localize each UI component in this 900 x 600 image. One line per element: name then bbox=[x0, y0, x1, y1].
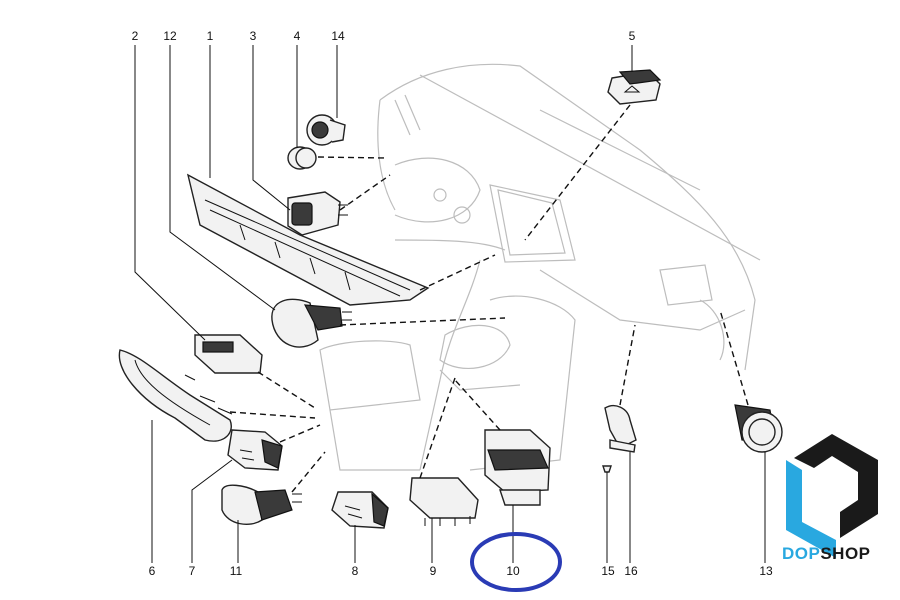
part-8-switch bbox=[331, 491, 389, 529]
callout-labels: 2 12 1 3 4 14 5 6 7 11 8 9 10 15 16 13 bbox=[132, 29, 773, 578]
callout-13: 13 bbox=[759, 564, 773, 578]
callout-8: 8 bbox=[352, 564, 359, 578]
part-15-screw bbox=[602, 465, 612, 490]
callout-3: 3 bbox=[250, 29, 257, 43]
fitting-arrows bbox=[229, 104, 749, 493]
callout-6: 6 bbox=[149, 564, 156, 578]
part-10-switch-module bbox=[484, 429, 551, 506]
part-13-push-button bbox=[734, 404, 783, 453]
dopshop-logo-icon bbox=[786, 434, 878, 558]
callout-14: 14 bbox=[331, 29, 345, 43]
part-5-hazard-switch bbox=[607, 69, 662, 105]
logo-text-dop: DOP bbox=[782, 544, 821, 563]
callout-7: 7 bbox=[189, 564, 196, 578]
callout-10: 10 bbox=[506, 564, 520, 578]
dashboard-outline bbox=[319, 63, 761, 471]
logo-wordmark: DOPSHOP bbox=[782, 544, 892, 564]
part-11-switch bbox=[221, 484, 302, 526]
part-2-switch-panel bbox=[194, 334, 263, 374]
part-7-seat-heater-switch bbox=[227, 429, 283, 471]
callout-1: 1 bbox=[207, 29, 214, 43]
callout-2: 2 bbox=[132, 29, 139, 43]
part-14-socket bbox=[306, 114, 346, 146]
callout-4: 4 bbox=[294, 29, 301, 43]
part-3-switch-block bbox=[287, 191, 348, 236]
part-4-cap bbox=[287, 146, 317, 170]
callout-5: 5 bbox=[629, 29, 636, 43]
leader-lines bbox=[134, 45, 766, 563]
highlight-circle bbox=[470, 532, 562, 592]
part-12-rotary-switch bbox=[271, 298, 352, 348]
part-16-bracket bbox=[604, 404, 637, 453]
callout-12: 12 bbox=[163, 29, 177, 43]
logo-text-shop: SHOP bbox=[820, 544, 871, 563]
callout-15: 15 bbox=[601, 564, 615, 578]
part-9-bezel bbox=[409, 477, 479, 526]
callout-9: 9 bbox=[430, 564, 437, 578]
part-1-trim-strip bbox=[186, 173, 430, 306]
part-6-light-bar bbox=[118, 349, 233, 442]
callout-16: 16 bbox=[624, 564, 638, 578]
callout-11: 11 bbox=[230, 564, 243, 578]
